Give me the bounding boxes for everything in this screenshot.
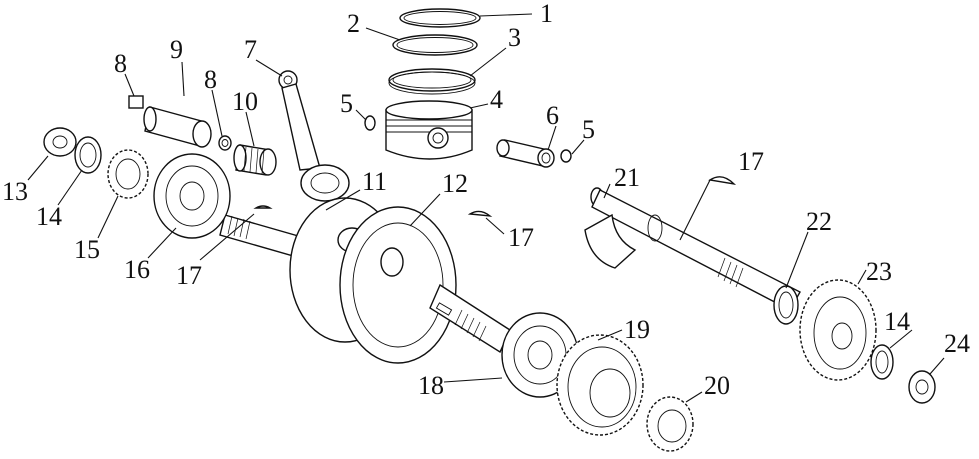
washer-14b <box>870 344 894 380</box>
gear-19 <box>556 334 644 436</box>
washer-22 <box>773 285 799 325</box>
piston-ring-1 <box>399 8 481 28</box>
callout-13: 13 <box>2 177 28 206</box>
nut-13 <box>43 127 77 157</box>
circlip-5b <box>560 149 572 163</box>
connecting-rod-7 <box>278 70 350 202</box>
callout-21: 21 <box>614 163 640 192</box>
leader-lines <box>27 13 945 403</box>
callout-19: 19 <box>624 315 650 344</box>
callout-6: 6 <box>546 101 559 130</box>
callout-9: 9 <box>170 35 183 64</box>
oil-ring-3 <box>388 68 476 95</box>
callout-4: 4 <box>490 85 503 114</box>
callout-5a: 5 <box>340 89 353 118</box>
callout-22: 22 <box>806 207 832 236</box>
callout-14b: 14 <box>884 307 910 336</box>
circlip-5a <box>364 115 376 131</box>
dowel-8a <box>128 95 144 109</box>
callout-17a: 17 <box>176 261 202 290</box>
crank-pin-9 <box>143 106 212 148</box>
callout-17b: 17 <box>508 223 534 252</box>
key-17a <box>253 205 273 209</box>
piston-4 <box>385 100 473 160</box>
callout-12: 12 <box>442 169 468 198</box>
callout-16: 16 <box>124 255 150 284</box>
callout-labels: 1 2 3 4 5 5 6 7 8 8 9 10 11 12 13 14 14 … <box>2 0 970 400</box>
callout-3: 3 <box>508 23 521 52</box>
callout-17c: 17 <box>738 147 764 176</box>
callout-8a: 8 <box>114 49 127 78</box>
piston-ring-2 <box>392 34 478 56</box>
crankshaft-right-12 <box>339 206 511 364</box>
piston-pin-6 <box>496 139 555 168</box>
callout-11: 11 <box>362 167 387 196</box>
washer-14a <box>74 136 102 174</box>
callout-24: 24 <box>944 329 970 358</box>
key-17b <box>467 210 493 217</box>
ball-bearing-16 <box>153 153 231 239</box>
gear-20 <box>646 396 694 452</box>
nut-24 <box>908 370 936 404</box>
callout-7: 7 <box>244 35 257 64</box>
key-17c <box>708 176 737 186</box>
callout-5b: 5 <box>582 115 595 144</box>
callout-18: 18 <box>418 371 444 400</box>
callout-1: 1 <box>540 0 553 28</box>
leader-13 <box>27 155 49 181</box>
callout-2: 2 <box>347 9 360 38</box>
callout-8b: 8 <box>204 65 217 94</box>
gear-23 <box>799 279 877 381</box>
dowel-8b <box>218 135 232 151</box>
callout-10: 10 <box>232 87 258 116</box>
needle-bearing-10 <box>233 144 277 176</box>
callout-14a: 14 <box>36 202 62 231</box>
balancer-shaft-21 <box>584 187 801 311</box>
callout-20: 20 <box>704 371 730 400</box>
callout-23: 23 <box>866 257 892 286</box>
sprocket-15 <box>107 149 149 199</box>
callout-15: 15 <box>74 235 100 264</box>
